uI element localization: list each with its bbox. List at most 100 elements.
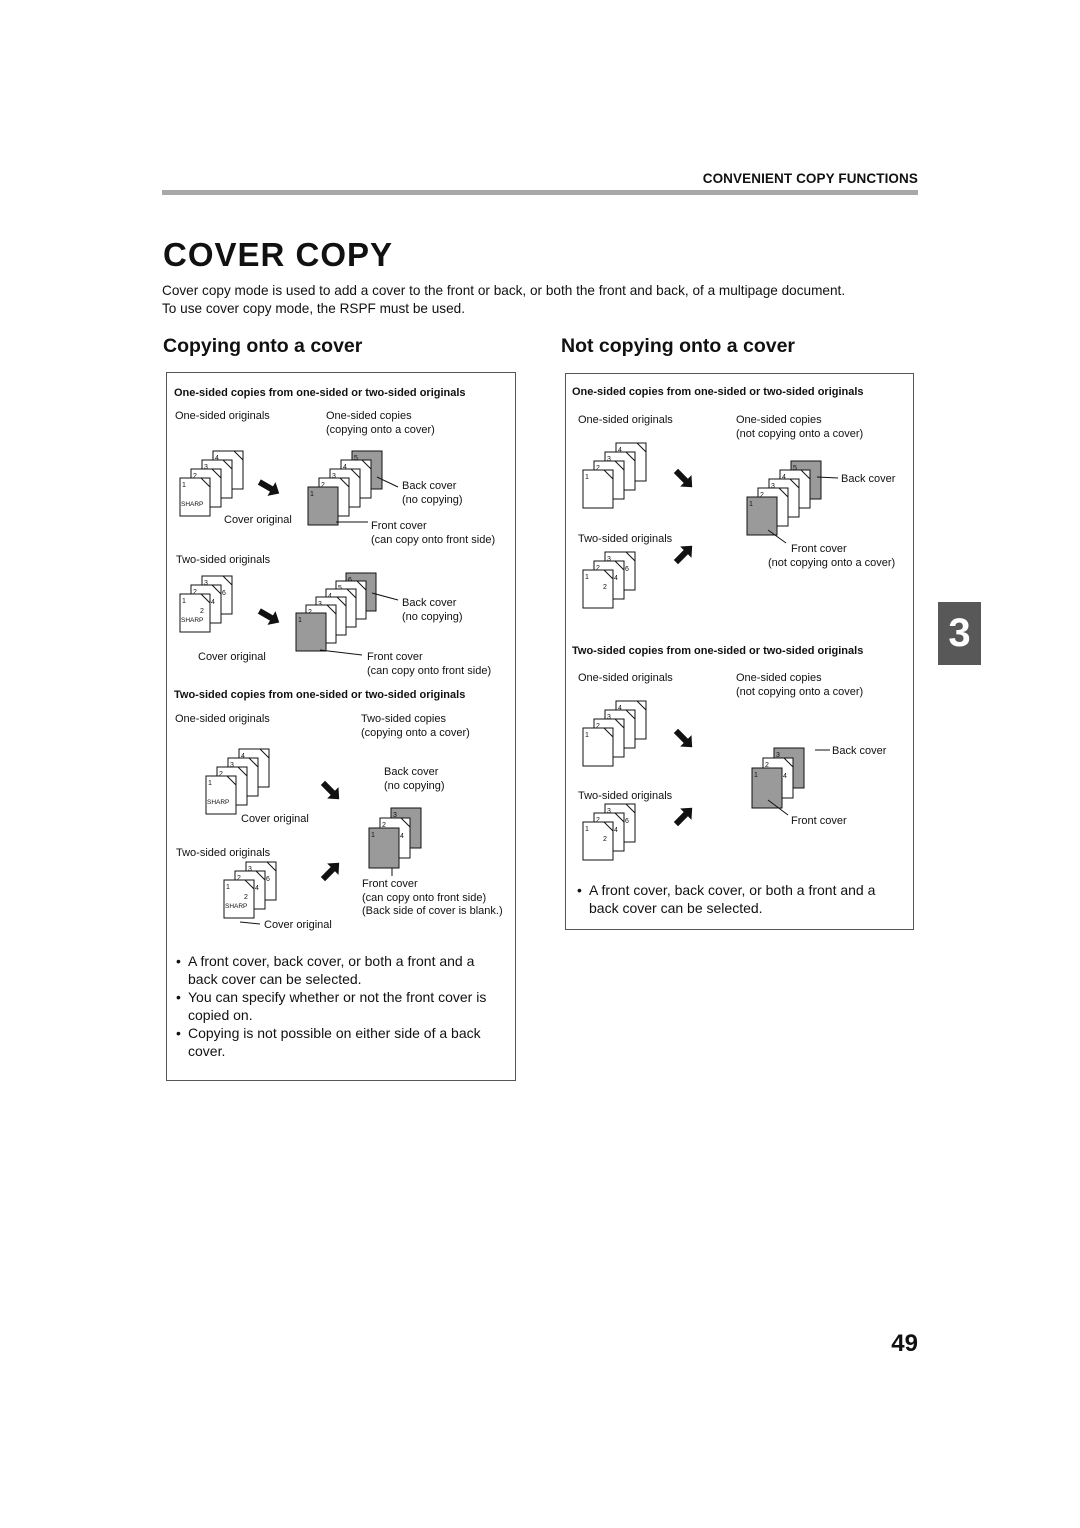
right-panel [565, 373, 914, 930]
arrow-icon [673, 545, 693, 565]
label: Cover original [264, 919, 332, 931]
leader-line [767, 799, 789, 816]
page-fold [233, 450, 244, 461]
page-number-mark: 3 [771, 483, 775, 490]
page-number-mark: 2 [603, 584, 607, 591]
right-heading: Not copying onto a cover [561, 335, 796, 357]
page-number-mark: 3 [393, 812, 397, 819]
page-number-mark: 4 [400, 833, 404, 840]
page-fold [326, 604, 337, 615]
label: Back cover (no copying) [402, 597, 463, 624]
page-number-mark: 6 [222, 590, 226, 597]
label: Front cover (not copying onto a cover) [768, 543, 895, 570]
page-number-mark: 4 [241, 753, 245, 760]
label: Back cover [832, 745, 887, 757]
page-fold [248, 757, 259, 768]
intro-line-1: Cover copy mode is used to add a cover t… [162, 283, 846, 298]
label: Back cover [402, 597, 457, 609]
label: One-sided originals [578, 672, 673, 684]
page-number-mark: 1 [585, 732, 589, 739]
left-sub1: One-sided copies from one-sided or two-s… [174, 387, 466, 399]
right-bullets: A front cover, back cover, or both a fro… [575, 881, 905, 917]
page-fold [636, 442, 647, 453]
page-number-mark: 1 [298, 617, 302, 624]
page-fold [255, 870, 266, 881]
label: Two-sided originals [578, 790, 673, 802]
left-heading: Copying onto a cover [163, 335, 363, 357]
label: Back cover [402, 480, 457, 492]
page-fold [783, 757, 794, 768]
bullet-item: A front cover, back cover, or both a fro… [174, 952, 504, 988]
leader-line [816, 476, 839, 479]
page-fold [778, 487, 789, 498]
page-number-mark: 2 [596, 723, 600, 730]
page-sheet [179, 477, 211, 517]
page-fold [625, 803, 636, 814]
page-sheet [582, 821, 614, 861]
label: Front cover [791, 543, 847, 555]
page-sheet [179, 593, 211, 633]
page-number-mark: 2 [237, 875, 241, 882]
page-number-mark: 3 [204, 580, 208, 587]
sharp-logo: SHARP [225, 903, 247, 910]
arrow-shape [320, 862, 340, 882]
leader-line [239, 921, 261, 925]
left-panel [166, 372, 516, 1081]
label: Back cover (no copying) [402, 480, 463, 507]
page-number-mark: 2 [603, 836, 607, 843]
left-sub2: Two-sided copies from one-sided or two-s… [174, 689, 466, 701]
label: (Back side of cover is blank.) [362, 905, 503, 917]
page-number-mark: 3 [607, 556, 611, 563]
page-fold [614, 812, 625, 823]
page-number-mark: 2 [596, 817, 600, 824]
label: One-sided originals [175, 713, 270, 725]
arrow-shape [257, 608, 280, 625]
page-fold [603, 469, 614, 480]
page-number-mark: 4 [782, 474, 786, 481]
label: One-sided copies [736, 414, 822, 426]
page-number-mark: 3 [607, 808, 611, 815]
page-fold [625, 709, 636, 720]
page-number-mark: 4 [614, 827, 618, 834]
chapter-tab: 3 [938, 602, 981, 665]
label: Front cover [791, 815, 847, 827]
page-number-mark: 2 [596, 565, 600, 572]
left-bullets: A front cover, back cover, or both a fro… [174, 952, 504, 1060]
label: Two-sided originals [176, 847, 271, 859]
page-sheet [223, 879, 255, 919]
page-number-mark: 3 [776, 752, 780, 759]
bullet-item: You can specify whether or not the front… [174, 988, 504, 1024]
label: Cover original [198, 651, 266, 663]
label: Front cover [367, 651, 423, 663]
page-fold [336, 596, 347, 607]
page-number-mark: 6 [625, 818, 629, 825]
label: One-sided copies [736, 672, 822, 684]
page-number-mark: 2 [193, 473, 197, 480]
page-number-mark: 6 [266, 876, 270, 883]
page-fold [614, 460, 625, 471]
page-fold [237, 766, 248, 777]
label: Back cover [841, 473, 896, 485]
leader-line [376, 476, 399, 488]
label: (can copy onto front side) [371, 533, 496, 546]
label: (not copying onto a cover) [768, 556, 896, 569]
page-fold [211, 468, 222, 479]
label: One-sided copies (not copying onto a cov… [736, 414, 863, 441]
arrow-icon [257, 608, 280, 625]
label: (copying onto a cover) [326, 423, 435, 436]
page-number-mark: 2 [200, 608, 204, 615]
header-rule [162, 190, 918, 195]
leader-line [371, 592, 399, 601]
label: (copying onto a cover) [361, 726, 470, 739]
sharp-logo: SHARP [181, 501, 203, 508]
page-fold [211, 584, 222, 595]
page-sheet [582, 569, 614, 609]
page-fold [625, 451, 636, 462]
label: Cover original [224, 514, 292, 526]
arrow-shape [673, 545, 693, 565]
label: One-sided copies [326, 410, 412, 422]
label: (not copying onto a cover) [736, 685, 864, 698]
page-number-mark: 2 [244, 894, 248, 901]
page-number-mark: 5 [354, 455, 358, 462]
page-number-mark: 1 [585, 574, 589, 581]
